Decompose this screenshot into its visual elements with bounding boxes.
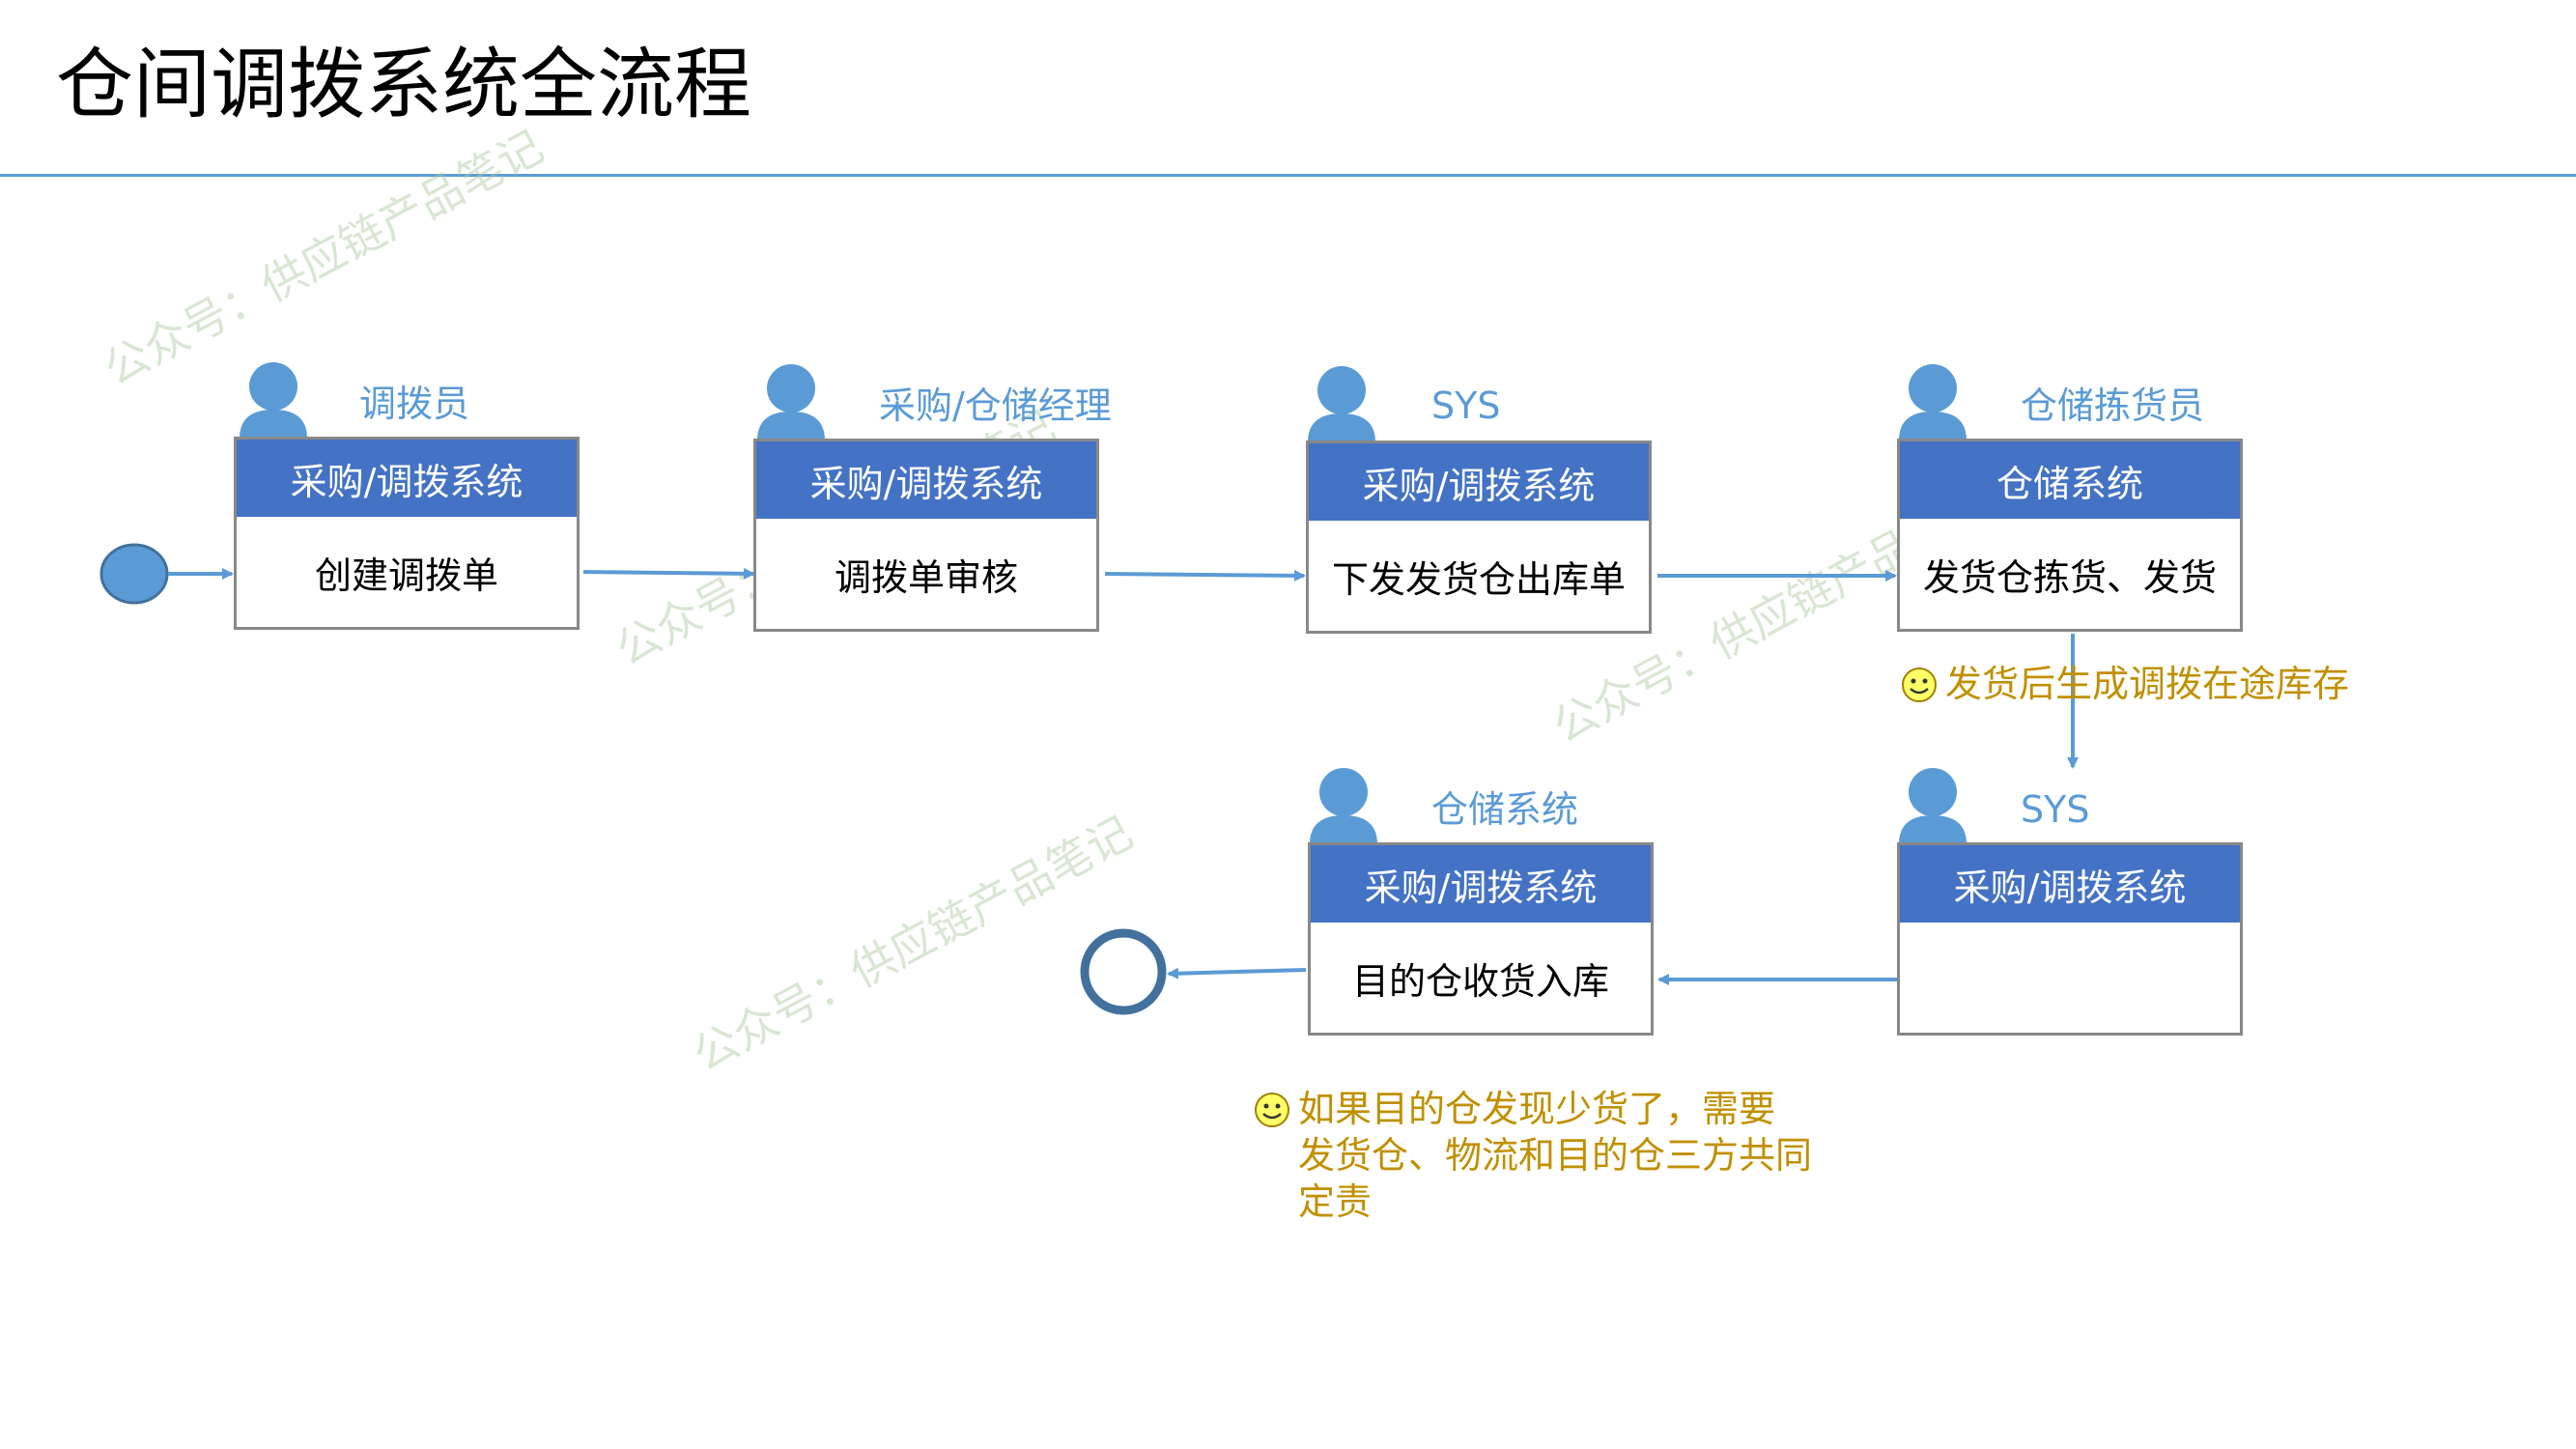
system-label: 采购/调拨系统	[1311, 845, 1651, 923]
system-label: 采购/调拨系统	[756, 441, 1096, 519]
note-text: 如果目的仓发现少货了，需要 发货仓、物流和目的仓三方共同 定责	[1298, 1088, 1813, 1223]
system-label: 采购/调拨系统	[1309, 443, 1649, 521]
user-icon	[1899, 768, 1967, 844]
user-icon	[757, 364, 825, 440]
role-label: SYS	[2021, 788, 2090, 831]
step-action: 发货仓拣货、发货	[1922, 555, 2217, 599]
smiley-icon	[1255, 1093, 1289, 1127]
step-action: 创建调拨单	[314, 554, 498, 597]
step-sys-in-transit: 采购/调拨系统	[1897, 842, 2243, 1036]
role-label: 采购/仓储经理	[879, 384, 1112, 427]
step-create-transfer-order: 采购/调拨系统 创建调拨单	[234, 437, 580, 630]
role-label: 调拨员	[359, 383, 470, 425]
role-label: SYS	[1431, 384, 1501, 427]
role-label: 仓储拣货员	[2021, 384, 2205, 427]
note-shortage-liability: 如果目的仓发现少货了，需要 发货仓、物流和目的仓三方共同 定责	[1254, 1086, 1812, 1225]
user-icon	[1310, 768, 1377, 844]
role-label: 仓储系统	[1431, 788, 1579, 831]
user-icon	[240, 362, 307, 439]
system-label: 采购/调拨系统	[237, 440, 577, 517]
user-icon	[1308, 366, 1375, 442]
step-issue-outbound-order: 采购/调拨系统 下发发货仓出库单	[1306, 440, 1652, 634]
user-icon	[1899, 364, 1967, 440]
step-review-transfer-order: 采购/调拨系统 调拨单审核	[753, 439, 1099, 632]
step-action	[1900, 923, 2240, 1033]
note-in-transit-inventory: 发货后生成调拨在途库存	[1901, 661, 2349, 707]
arrow-step-6-to-end	[1167, 967, 1307, 980]
system-label: 仓储系统	[1900, 441, 2240, 519]
end-node	[1080, 928, 1167, 1015]
step-action: 调拨单审核	[834, 555, 1018, 599]
arrow-step-1-to-step-2	[582, 567, 755, 580]
start-node	[99, 543, 169, 605]
step-pick-and-ship: 仓储系统 发货仓拣货、发货	[1897, 439, 2243, 632]
note-text: 发货后生成调拨在途库存	[1945, 663, 2350, 705]
step-receive-into-stock: 采购/调拨系统 目的仓收货入库	[1308, 842, 1654, 1036]
smiley-icon	[1902, 668, 1937, 702]
step-action: 目的仓收货入库	[1351, 959, 1609, 1003]
arrow-step-2-to-step-3	[1104, 569, 1306, 582]
system-label: 采购/调拨系统	[1900, 845, 2240, 923]
step-action: 下发发货仓出库单	[1331, 557, 1626, 601]
page-title: 仓间调拨系统全流程	[56, 40, 751, 129]
title-divider	[0, 174, 2576, 177]
